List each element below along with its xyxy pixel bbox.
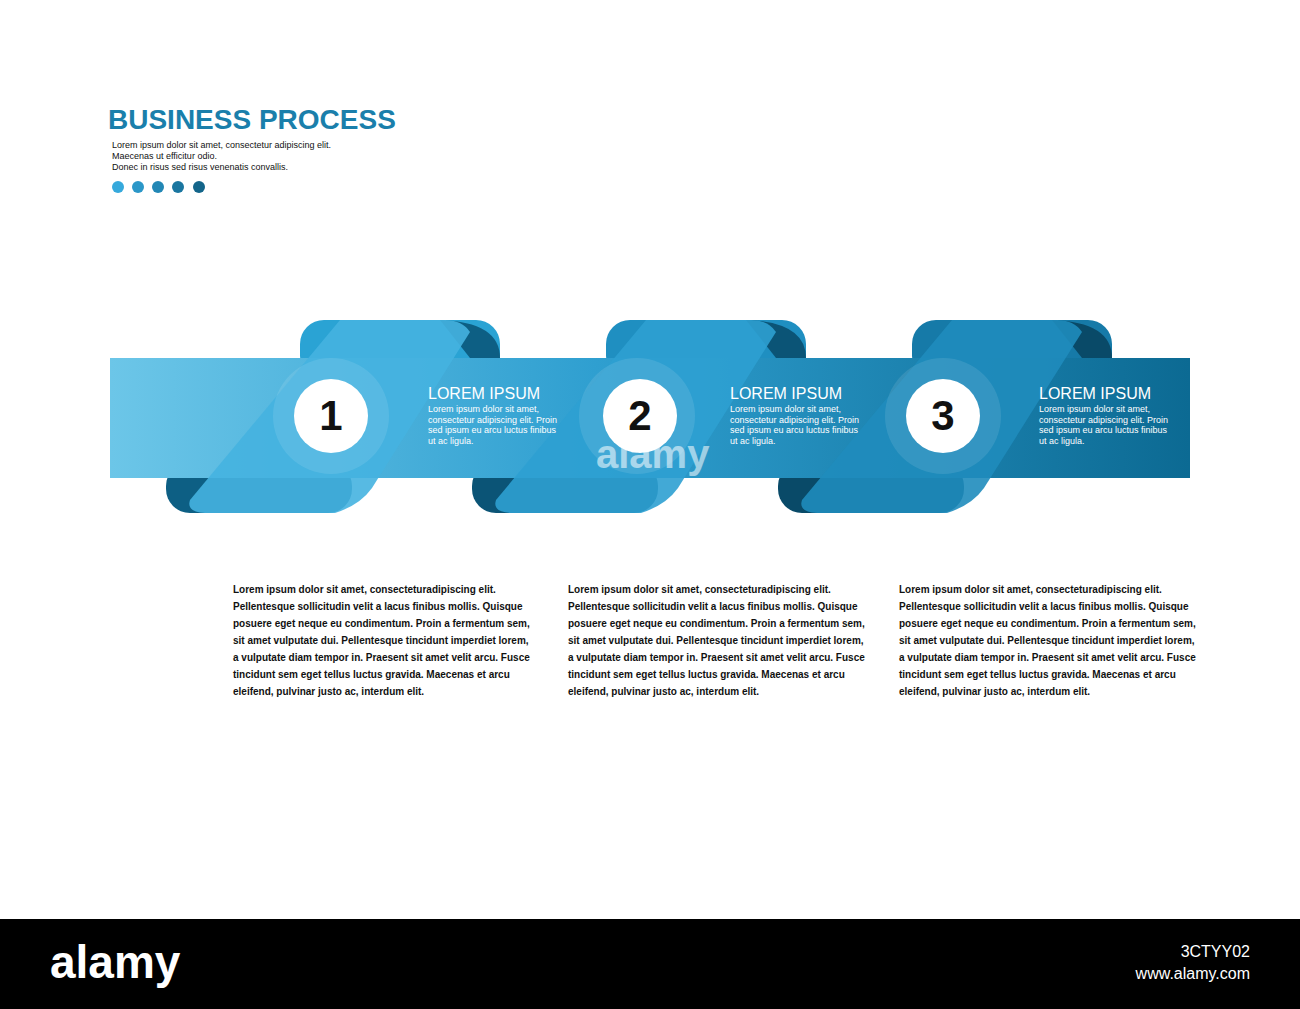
watermark: alamy [596,432,709,477]
step-summary: Lorem ipsum dolor sit amet, consectetur … [1039,404,1177,446]
diagram-title: BUSINESS PROCESS [108,104,396,136]
step-description: Lorem ipsum dolor sit amet, consectetura… [899,581,1199,700]
progress-dots [112,181,205,193]
footer-bar [0,919,1300,1009]
step-panel: LOREM IPSUMLorem ipsum dolor sit amet, c… [1035,382,1185,450]
subtitle-line: Maecenas ut efficitur odio. [112,151,217,161]
step-summary: Lorem ipsum dolor sit amet, consectetur … [730,404,868,446]
step-panel: LOREM IPSUMLorem ipsum dolor sit amet, c… [726,382,876,450]
watermark-url: www.alamy.com [1136,965,1250,983]
step-description: Lorem ipsum dolor sit amet, consectetura… [233,581,533,700]
ribbon-twists [189,320,1082,513]
step-summary: Lorem ipsum dolor sit amet, consectetur … [428,404,566,446]
subtitle-line: Donec in risus sed risus venenatis conva… [112,162,288,172]
step-panel: LOREM IPSUMLorem ipsum dolor sit amet, c… [424,382,574,450]
step-number-circle: 3 [905,378,981,454]
step-heading: LOREM IPSUM [730,384,868,404]
subtitle-line: Lorem ipsum dolor sit amet, consectetur … [112,140,331,150]
watermark-logo: alamy [50,935,180,989]
step-number-circle: 1 [293,378,369,454]
step-heading: LOREM IPSUM [1039,384,1177,404]
ribbon-loops [166,320,1112,513]
step-number: 3 [905,378,981,454]
step-description: Lorem ipsum dolor sit amet, consectetura… [568,581,868,700]
image-code: 3CTYY02 [1181,943,1250,961]
step-heading: LOREM IPSUM [428,384,566,404]
step-number: 1 [293,378,369,454]
